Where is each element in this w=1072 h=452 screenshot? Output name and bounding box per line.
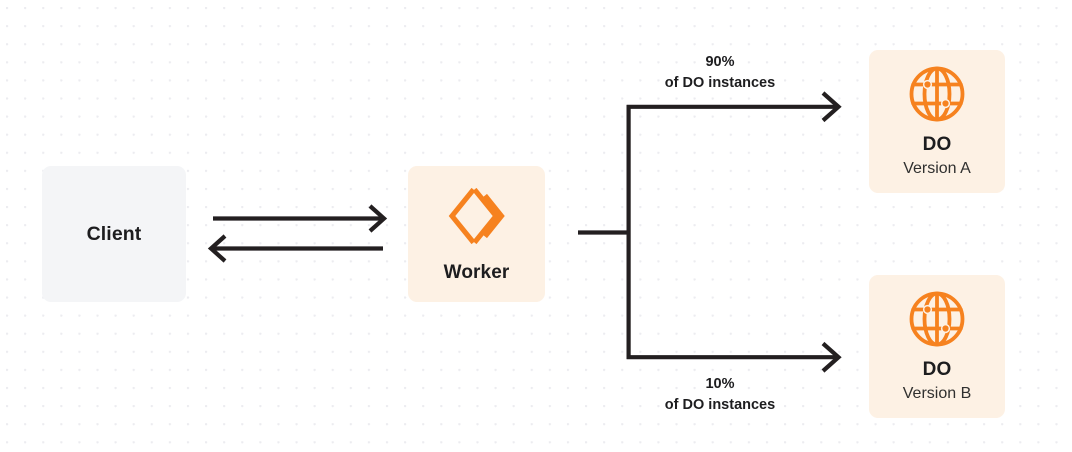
arrow-client-to-worker	[213, 204, 388, 233]
node-worker[interactable]: Worker	[408, 166, 545, 302]
node-do-b-subtitle: Version B	[902, 385, 972, 403]
arrow-worker-to-do-a	[626, 91, 842, 123]
globe-network-icon	[907, 289, 967, 349]
edge-label-do-b: 10% of DO instances	[600, 374, 840, 417]
node-client[interactable]: Client	[42, 166, 186, 302]
node-do-version-b[interactable]: DO Version B	[869, 275, 1005, 418]
node-do-a-subtitle: Version A	[903, 160, 971, 178]
edge-label-do-a: 90% of DO instances	[600, 52, 840, 95]
node-do-a-title: DO	[922, 134, 952, 156]
edge-label-do-a-percent: 90%	[705, 54, 735, 70]
arrow-worker-to-do-b	[626, 341, 842, 373]
connector-worker-split	[578, 105, 631, 359]
edge-label-do-b-detail: of DO instances	[664, 397, 776, 414]
node-client-title: Client	[86, 222, 142, 245]
edge-label-do-a-detail: of DO instances	[664, 75, 776, 92]
node-worker-title: Worker	[443, 261, 510, 283]
cloudflare-workers-icon	[447, 185, 507, 247]
arrow-worker-to-client	[207, 234, 383, 263]
globe-network-icon	[907, 64, 967, 124]
edge-label-do-b-percent: 10%	[705, 376, 735, 392]
node-do-version-a[interactable]: DO Version A	[869, 50, 1005, 193]
node-do-b-title: DO	[922, 359, 952, 381]
